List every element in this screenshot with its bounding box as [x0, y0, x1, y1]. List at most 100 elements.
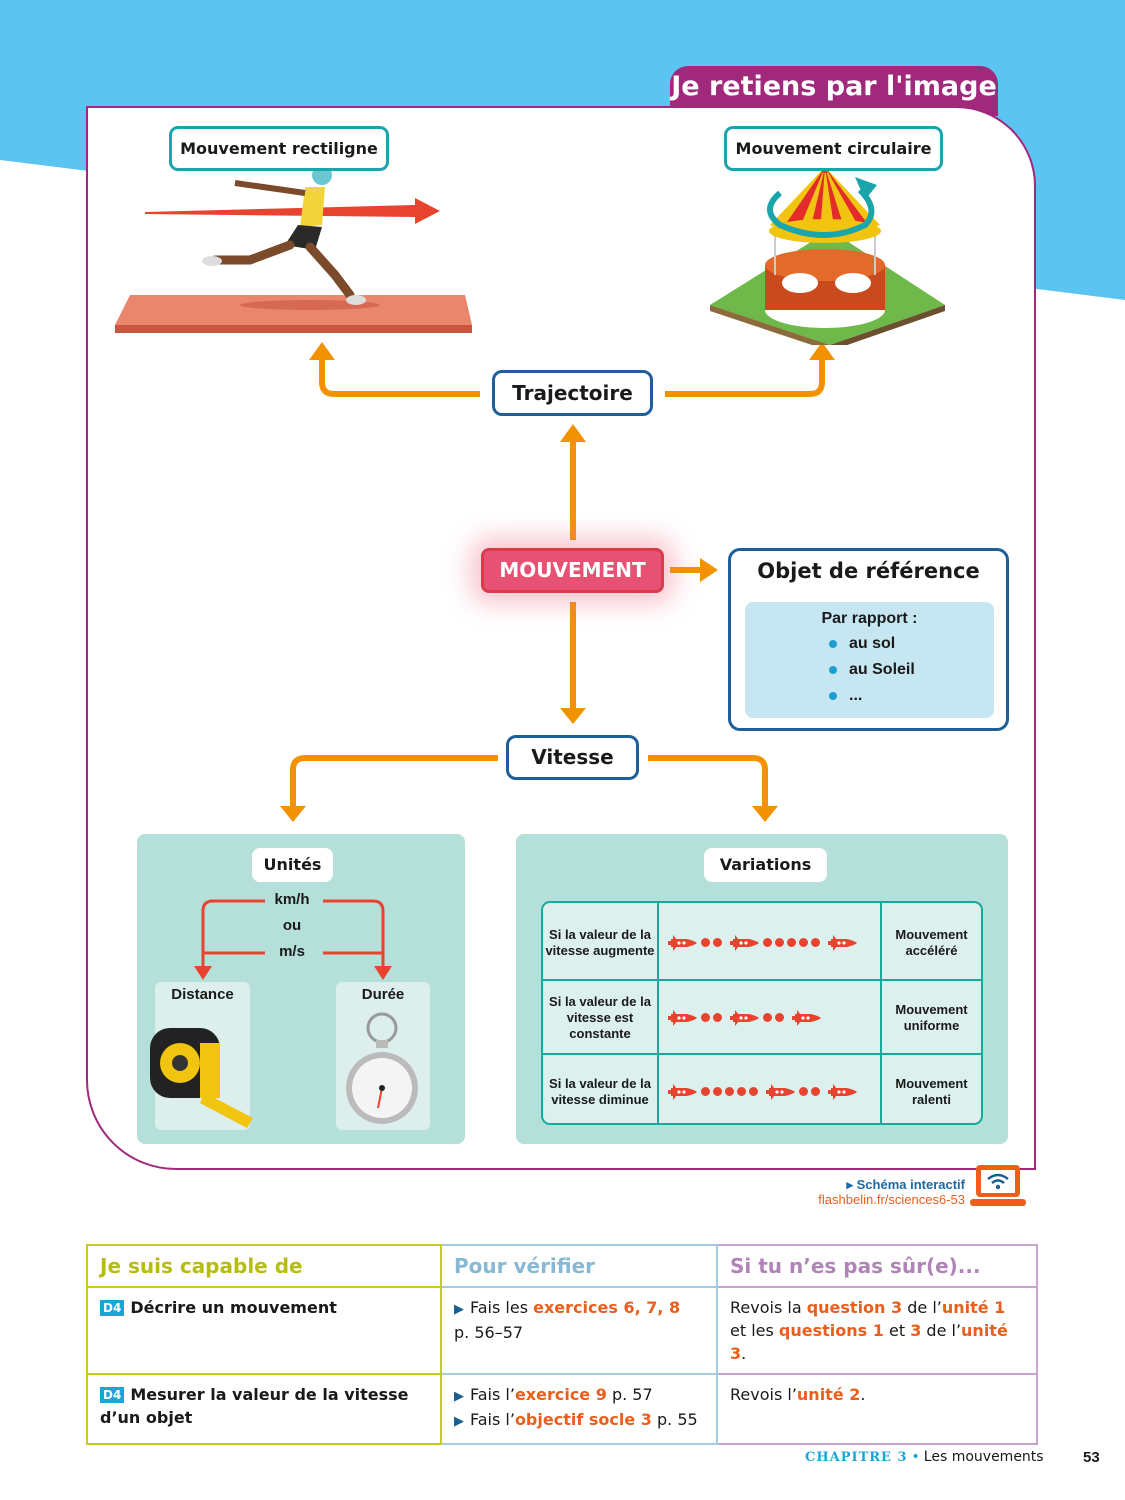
variation-condition: Si la valeur de la vitesse diminue — [549, 1075, 651, 1107]
exercise-link[interactable]: exercice 9 — [514, 1385, 607, 1404]
trace-dot — [713, 938, 722, 947]
reference-list: Par rapport : au sol au Soleil ... — [745, 602, 994, 718]
separator-dot: • — [911, 1449, 920, 1465]
divider — [543, 979, 981, 981]
trace-dot — [799, 1087, 808, 1096]
reference-title: Objet de référence — [757, 559, 980, 583]
bullet-icon — [829, 639, 837, 648]
review-link[interactable]: 3 — [910, 1321, 922, 1340]
review-link[interactable]: unité 3 — [730, 1321, 1008, 1363]
laptop-wifi-icon[interactable] — [970, 1163, 1026, 1207]
header-capable: Je suis capable de — [86, 1244, 442, 1288]
variations-title: Variations — [704, 848, 827, 882]
trace-dot — [763, 1013, 772, 1022]
competence-badge: D4 — [100, 1300, 125, 1316]
divider — [543, 1053, 981, 1055]
trace-dot — [811, 938, 820, 947]
exercise-link[interactable]: exercices 6, 7, 8 — [533, 1298, 681, 1317]
bullet-icon — [829, 691, 837, 700]
page-number: 53 — [1083, 1449, 1100, 1466]
interactive-url[interactable]: flashbelin.fr/sciences6-53 — [818, 1192, 965, 1207]
header-review: Si tu n’es pas sûr(e)... — [716, 1244, 1038, 1288]
runner-illustration — [115, 165, 472, 333]
rocket-icon — [729, 933, 759, 953]
variation-result: Mouvement uniforme — [895, 1001, 968, 1033]
review-link[interactable]: unité 1 — [941, 1298, 1006, 1317]
trace-dot — [749, 1087, 758, 1096]
duration-label: Durée — [361, 986, 405, 1003]
bullet-icon — [829, 665, 837, 674]
triangle-bullet-icon: ▶ — [454, 1389, 464, 1404]
rocket-sequence — [659, 906, 881, 979]
node-mouvement: MOUVEMENT — [481, 548, 664, 593]
variation-row: Si la valeur de la vitesse diminue Mouve… — [543, 1055, 981, 1128]
page-footer: CHAPITRE 3•Les mouvements — [805, 1449, 1044, 1465]
variation-row: Si la valeur de la vitesse est constante… — [543, 981, 981, 1054]
distance-label: Distance — [171, 986, 234, 1003]
label-rectiligne: Mouvement rectiligne — [169, 126, 389, 171]
tape-measure-icon — [150, 1028, 253, 1128]
units-title: Unités — [252, 848, 333, 882]
trace-dot — [775, 938, 784, 947]
label-circulaire: Mouvement circulaire — [724, 126, 943, 171]
rocket-icon — [729, 1008, 759, 1028]
trace-dot — [713, 1087, 722, 1096]
rocket-icon — [667, 1008, 697, 1028]
header-verify: Pour vérifier — [440, 1244, 718, 1288]
rocket-icon — [667, 1082, 697, 1102]
node-vitesse: Vitesse — [506, 735, 639, 780]
trace-dot — [725, 1087, 734, 1096]
review-link[interactable]: questions 1 — [778, 1321, 884, 1340]
verify-cell: ▶Fais l’exercice 9 p. 57 ▶Fais l’objecti… — [440, 1373, 718, 1445]
rocket-icon — [791, 1008, 821, 1028]
review-link[interactable]: question 3 — [806, 1298, 903, 1317]
variation-result: Mouvement ralenti — [895, 1075, 968, 1107]
rocket-sequence — [659, 1055, 881, 1128]
node-trajectoire: Trajectoire — [492, 370, 653, 416]
exercise-link[interactable]: objectif socle 3 — [514, 1410, 652, 1429]
rocket-icon — [827, 1082, 857, 1102]
variation-condition: Si la valeur de la vitesse augmente — [545, 926, 655, 958]
skills-table: Je suis capable de Pour vérifier Si tu n… — [86, 1244, 1038, 1445]
reference-object-box: Objet de référence Par rapport : au sol … — [728, 548, 1009, 731]
trace-dot — [701, 1087, 710, 1096]
reference-item: au Soleil — [829, 661, 915, 679]
trace-dot — [701, 1013, 710, 1022]
verify-cell: ▶Fais les exercices 6, 7, 8 p. 56–57 — [440, 1286, 718, 1375]
arrow-to-unites — [290, 755, 498, 808]
trace-dot — [799, 938, 808, 947]
trace-dot — [811, 1087, 820, 1096]
connector-arrows — [280, 342, 835, 822]
trace-dot — [763, 938, 772, 947]
reference-item: au sol — [829, 635, 895, 653]
divider — [880, 903, 882, 1123]
unit-ms: m/s — [279, 943, 305, 960]
rocket-icon — [827, 933, 857, 953]
review-link[interactable]: unité 2 — [796, 1385, 861, 1404]
chapter-title: Les mouvements — [923, 1449, 1044, 1465]
review-cell: Revois la question 3 de l’unité 1 et les… — [716, 1286, 1038, 1375]
units-arrows — [194, 899, 392, 980]
interactive-label[interactable]: ▸ Schéma interactif — [846, 1177, 965, 1192]
rocket-sequence — [659, 981, 881, 1054]
reference-intro: Par rapport : — [821, 610, 918, 627]
variation-row: Si la valeur de la vitesse augmente Mouv… — [543, 906, 981, 979]
trace-dot — [737, 1087, 746, 1096]
variations-table: Si la valeur de la vitesse augmente Mouv… — [541, 901, 983, 1125]
unit-kmh: km/h — [274, 891, 310, 908]
variation-condition: Si la valeur de la vitesse est constante — [549, 993, 651, 1041]
triangle-bullet-icon: ▶ — [454, 1302, 464, 1317]
arrow-to-variations — [648, 755, 768, 808]
rocket-icon — [667, 933, 697, 953]
unit-or: ou — [282, 917, 302, 934]
trace-dot — [701, 938, 710, 947]
trace-dot — [787, 938, 796, 947]
interactive-link[interactable]: ▸ Schéma interactif flashbelin.fr/scienc… — [818, 1177, 965, 1207]
trace-dot — [713, 1013, 722, 1022]
variation-result: Mouvement accéléré — [895, 926, 968, 958]
chapter-label: CHAPITRE 3 — [805, 1450, 908, 1465]
